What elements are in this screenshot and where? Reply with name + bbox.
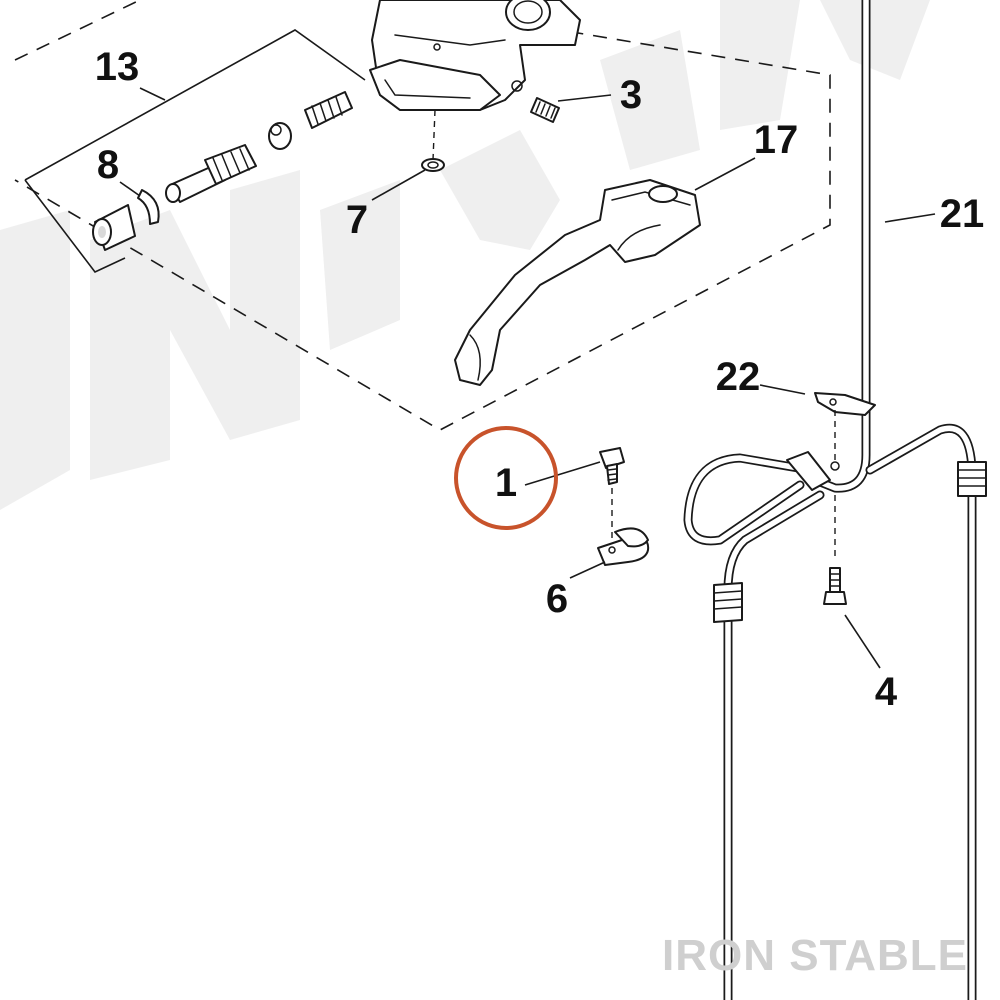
master-cylinder-housing <box>369 0 581 111</box>
circlip-part-7 <box>421 109 445 172</box>
clutch-hose-part-21 <box>683 0 987 1000</box>
callout-labels: 1 3 4 6 7 8 13 17 21 22 <box>95 45 985 714</box>
bolt-part-1 <box>599 447 625 545</box>
screw-part-4 <box>823 495 847 605</box>
callout-22: 22 <box>716 355 761 399</box>
watermark-text: IRON STABLE <box>662 931 968 980</box>
callout-17: 17 <box>754 118 799 162</box>
callout-6: 6 <box>546 577 568 621</box>
highlight-ring <box>454 426 558 530</box>
bracket-part-22 <box>814 392 876 471</box>
callout-4: 4 <box>875 670 898 714</box>
callout-8: 8 <box>97 143 119 187</box>
leader-lines <box>119 94 936 669</box>
callout-1: 1 <box>495 461 517 505</box>
callout-21: 21 <box>940 192 985 236</box>
clutch-lever-part-17 <box>454 179 701 386</box>
clamp-part-6 <box>597 527 650 566</box>
callout-13: 13 <box>95 45 140 89</box>
assembly-boundary <box>14 0 831 431</box>
callout-3: 3 <box>620 73 642 117</box>
background-watermark <box>0 0 930 510</box>
callout-7: 7 <box>346 198 368 242</box>
set-screw-part-3 <box>530 97 560 123</box>
piston-spring-parts <box>92 91 353 251</box>
subassembly-bracket-13 <box>24 29 366 273</box>
